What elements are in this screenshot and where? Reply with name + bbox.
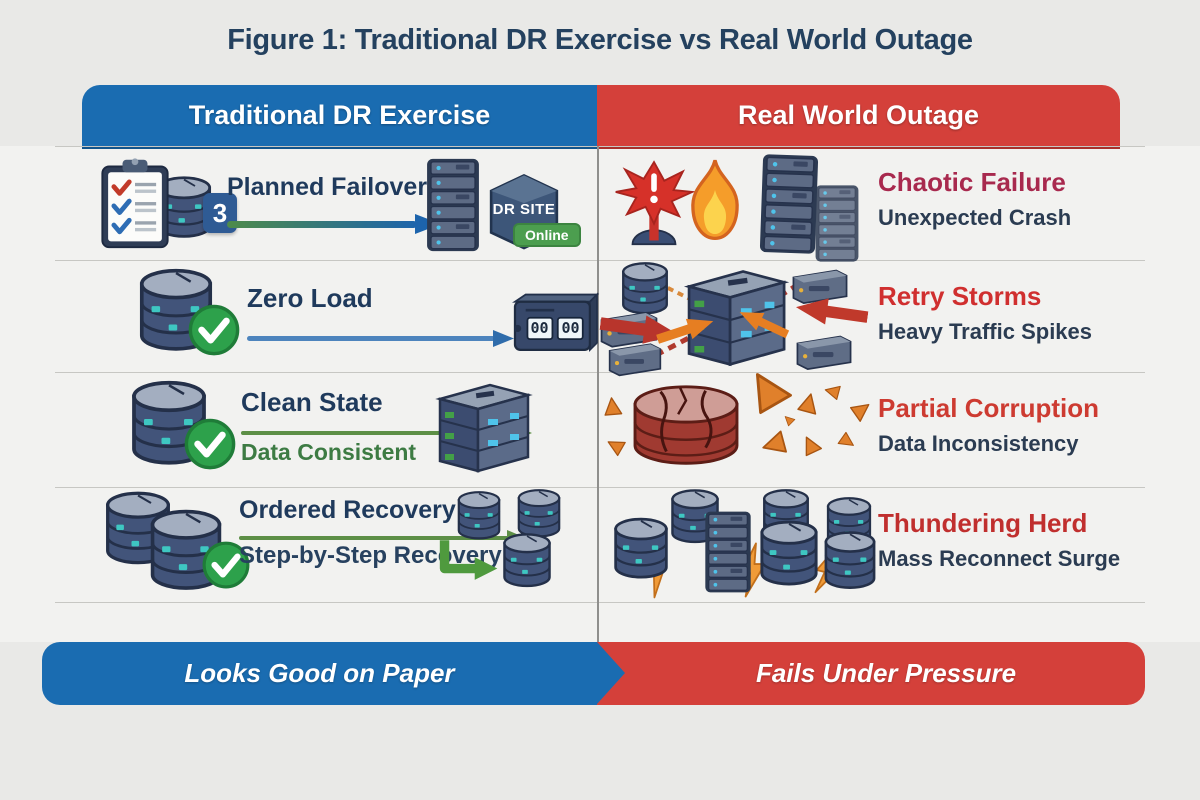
shard-icon	[823, 380, 848, 405]
heavy-traffic-subtitle: Heavy Traffic Spikes	[878, 319, 1093, 344]
row-divider	[55, 146, 1145, 147]
shard-icon	[846, 399, 871, 424]
arrow-right-icon	[247, 330, 514, 347]
row-planned-failover-left: 3 Planned Failover DR SITE Online	[55, 147, 597, 260]
row-divider	[55, 372, 1145, 373]
row-retry-storms-right: Retry Storms Heavy Traffic Spikes	[598, 261, 1158, 374]
chaotic-failure-title: Chaotic Failure	[878, 167, 1066, 197]
row-thundering-herd-right: Thundering Herd Mass Reconnect Surge	[598, 488, 1158, 601]
count-badge: 3	[203, 193, 237, 233]
fire-icon	[682, 155, 748, 247]
checklist-icon	[93, 155, 177, 251]
partial-corruption-title: Partial Corruption	[878, 393, 1100, 423]
shard-icon	[798, 434, 826, 462]
arrow-right-icon	[227, 214, 441, 234]
online-badge: Online	[513, 223, 581, 247]
server-rack-icon	[754, 152, 824, 256]
outage-text-block: Retry Storms Heavy Traffic Spikes	[878, 281, 1092, 345]
shard-icon	[835, 430, 856, 451]
ordered-recovery-label: Ordered Recovery	[239, 496, 456, 524]
cracked-database-icon	[618, 379, 754, 477]
outage-text-block: Chaotic Failure Unexpected Crash	[878, 167, 1071, 231]
row-divider	[55, 602, 1145, 603]
checkmark-icon	[187, 303, 241, 357]
row-clean-state-left: Clean State Data Consistent	[55, 373, 597, 486]
outage-text-block: Partial Corruption Data Inconsistency	[878, 393, 1099, 457]
figure-title: Figure 1: Traditional DR Exercise vs Rea…	[227, 24, 973, 56]
shard-icon	[759, 424, 797, 462]
zero-load-label: Zero Load	[247, 283, 373, 313]
thundering-herd-title: Thundering Herd	[878, 508, 1088, 538]
shard-icon	[784, 415, 796, 427]
retry-storms-title: Retry Storms	[878, 281, 1042, 311]
column-divider	[597, 146, 599, 642]
database-icon	[612, 514, 670, 584]
data-inconsistency-subtitle: Data Inconsistency	[878, 431, 1079, 456]
banner-chevron	[597, 642, 625, 704]
database-icon	[758, 518, 820, 590]
column-header-traditional: Traditional DR Exercise	[82, 85, 597, 149]
column-header-realworld: Real World Outage	[597, 85, 1120, 149]
banner-right-label: Fails Under Pressure	[755, 658, 1017, 688]
server-rack-icon	[696, 510, 760, 594]
mass-reconnect-subtitle: Mass Reconnect Surge	[878, 546, 1121, 571]
planned-failover-label: Planned Failover	[227, 173, 428, 201]
column-header-traditional-label: Traditional DR Exercise	[188, 100, 491, 130]
clean-state-label: Clean State	[241, 387, 383, 417]
database-icon	[822, 530, 878, 592]
data-consistent-label: Data Consistent	[241, 439, 417, 465]
checkmark-icon	[183, 417, 237, 471]
banner-looks-good-on-paper: Looks Good on Paper	[42, 642, 597, 705]
counter-display: 00	[530, 319, 549, 337]
database-icon	[497, 532, 557, 590]
banner-left-label: Looks Good on Paper	[184, 658, 455, 688]
banner-fails-under-pressure: Fails Under Pressure	[597, 642, 1145, 705]
step-path-icon	[439, 540, 498, 580]
row-ordered-recovery-left: Ordered Recovery Step-by-Step Recovery	[55, 488, 597, 601]
row-divider	[55, 260, 1145, 261]
row-divider	[55, 487, 1145, 488]
row-chaotic-failure-right: Chaotic Failure Unexpected Crash	[598, 147, 1158, 260]
counter-display: 00	[561, 319, 580, 337]
server-rack-icon	[423, 157, 483, 253]
unexpected-crash-subtitle: Unexpected Crash	[878, 205, 1072, 230]
column-header-realworld-label: Real World Outage	[737, 100, 980, 130]
client-server-icon	[794, 333, 854, 371]
server-stack-icon	[427, 379, 539, 479]
shard-icon	[792, 391, 825, 424]
row-zero-load-left: Zero Load 00 00	[55, 261, 597, 374]
row-partial-corruption-right: Partial Corruption Data Inconsistency	[598, 373, 1158, 486]
dr-site-label: DR SITE	[492, 201, 556, 218]
load-counter-icon	[510, 291, 602, 357]
outage-text-block: Thundering Herd Mass Reconnect Surge	[878, 508, 1120, 572]
